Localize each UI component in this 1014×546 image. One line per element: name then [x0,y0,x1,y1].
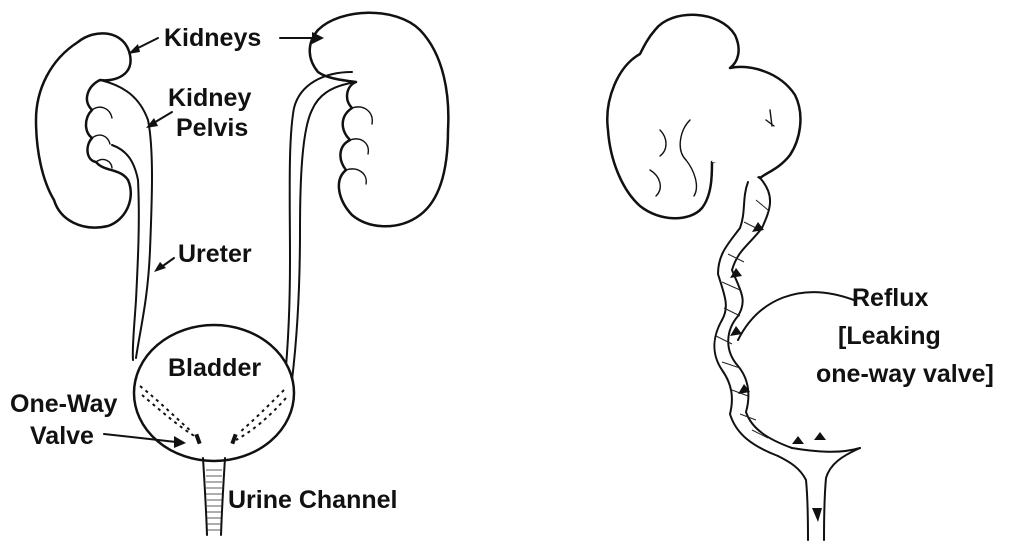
right-kidney [310,13,449,227]
label-bladder: Bladder [168,354,261,382]
label-reflux-line3: one-way valve] [816,360,994,388]
label-kidney-pelvis-line2: Pelvis [176,114,248,142]
reflux-urinary-tract: Reflux [Leaking one-way valve] [607,15,994,540]
label-reflux-line1: Reflux [852,284,929,312]
label-one-way-valve-line1: One-Way [10,390,118,418]
label-reflux-line2: [Leaking [838,322,941,350]
left-kidney [36,33,131,227]
label-one-way-valve-line2: Valve [30,422,94,450]
urine-channel [203,458,225,535]
normal-urinary-tract: Kidneys Kidney Pelvis Ureter Bladder One… [10,13,448,535]
reflux-leader [738,292,854,340]
label-kidney-pelvis-line1: Kidney [168,84,251,112]
swollen-kidney [607,15,800,218]
label-kidneys: Kidneys [164,24,261,52]
label-ureter: Ureter [178,240,252,268]
label-urine-channel: Urine Channel [228,486,397,514]
